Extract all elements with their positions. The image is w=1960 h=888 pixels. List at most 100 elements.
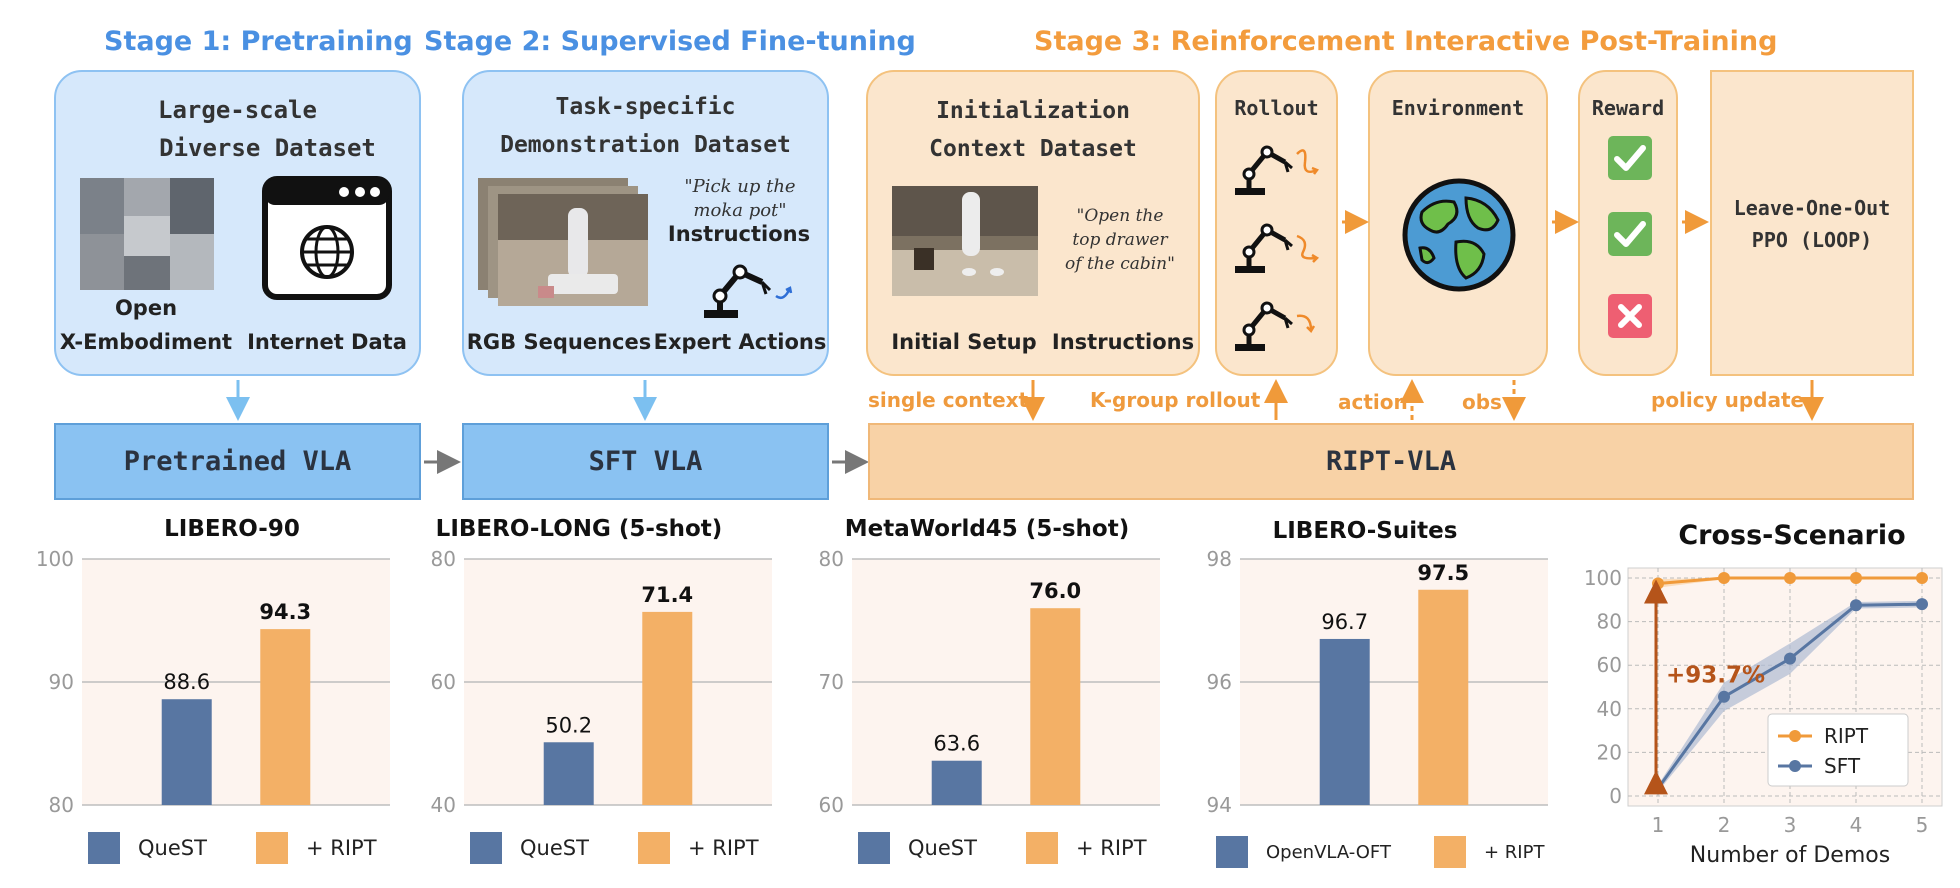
robot-arm-icon	[1235, 223, 1320, 273]
y-tick-label: 90	[49, 670, 74, 694]
y-tick-label: 60	[431, 670, 456, 694]
label-initial-setup: Initial Setup	[891, 330, 1037, 354]
y-tick-label: 70	[819, 670, 844, 694]
bar-baseline	[1319, 638, 1370, 805]
chart5-title: Cross-Scenario	[1678, 520, 1906, 551]
loop-line2: PPO (LOOP)	[1751, 228, 1873, 252]
x-axis-label: Number of Demos	[1690, 843, 1890, 868]
bar-baseline	[931, 760, 982, 805]
rgb-frames-image	[478, 178, 648, 306]
legend-marker	[1789, 760, 1801, 772]
data-point	[1652, 782, 1664, 795]
label-k-group-rollout: K-group rollout	[1090, 388, 1261, 412]
bar-ript	[1418, 589, 1469, 805]
robot-arm-icon	[1235, 145, 1319, 195]
data-point	[1718, 572, 1730, 584]
sft-vla-box: SFT VLA	[462, 423, 829, 500]
legend-label-sft: SFT	[1824, 754, 1861, 778]
bar-ript	[1030, 608, 1081, 805]
data-point	[1784, 652, 1796, 665]
legend-label-ript: RIPT	[1824, 724, 1869, 748]
environment-title: Environment	[1391, 96, 1525, 120]
check-icon	[1608, 212, 1652, 256]
data-label: 96.7	[1321, 610, 1368, 634]
legend-box	[1767, 713, 1909, 787]
data-point	[1718, 690, 1730, 703]
x-tick-label: 4	[1850, 813, 1863, 837]
reward-title: Reward	[1591, 96, 1665, 120]
initial-setup-image	[892, 186, 1038, 296]
data-label: 71.4	[641, 583, 693, 607]
y-tick-label: 80	[1597, 610, 1622, 634]
environment-box: Environment	[1368, 70, 1548, 376]
chart1-legend-ript: + RIPT	[256, 832, 377, 864]
label-single-context: single context	[868, 388, 1029, 412]
y-tick-label: 80	[819, 547, 844, 571]
y-tick-label: 40	[1597, 697, 1622, 721]
y-tick-label: 100	[36, 547, 74, 571]
pretraining-dataset-box: Large-scale Diverse Dataset Open X-Embod…	[54, 70, 421, 376]
label-x-embodiment: X-Embodiment	[59, 330, 233, 354]
data-label: 88.6	[163, 670, 210, 694]
x-tick-label: 2	[1718, 813, 1731, 837]
chart2-title: LIBERO-LONG (5-shot)	[435, 516, 723, 542]
ript-vla-box: RIPT-VLA	[868, 423, 1914, 500]
data-label: 76.0	[1029, 579, 1081, 603]
loop-box: Leave-One-Out PPO (LOOP)	[1710, 70, 1914, 376]
quote-open-line3: of the cabin"	[1065, 254, 1175, 274]
robot-collage-image	[80, 178, 214, 290]
bar-baseline	[161, 699, 212, 805]
y-tick-label: 0	[1609, 784, 1622, 808]
chart1-title: LIBERO-90	[164, 516, 300, 542]
stage-1-title: Stage 1: Pretraining	[104, 26, 413, 57]
browser-globe-icon	[262, 176, 392, 300]
box1-title-line1: Large-scale	[158, 96, 317, 124]
box2-title-line2: Demonstration Dataset	[500, 132, 791, 158]
sft-dataset-box: Task-specific Demonstration Dataset "Pic…	[462, 70, 829, 376]
improvement-annotation: +93.7%	[1666, 663, 1765, 689]
legend-marker	[1789, 730, 1801, 742]
rollout-title: Rollout	[1234, 96, 1319, 120]
chart4-legend-openvla: OpenVLA-OFT	[1216, 836, 1391, 868]
y-tick-label: 60	[1597, 653, 1622, 677]
label-internet-data: Internet Data	[247, 330, 407, 354]
chart1-legend-quest: QueST	[88, 832, 207, 864]
label-action: action	[1338, 390, 1408, 414]
data-label: 94.3	[259, 600, 311, 624]
data-point	[1652, 577, 1664, 590]
data-label: 97.5	[1417, 561, 1469, 585]
box1-title-line2: Diverse Dataset	[159, 134, 376, 162]
label-rgb-sequences: RGB Sequences	[466, 330, 652, 354]
init-context-box: Initialization Context Dataset "Open the…	[866, 70, 1200, 376]
y-tick-label: 80	[431, 547, 456, 571]
data-point	[1784, 572, 1796, 584]
label-policy-update: policy update	[1651, 388, 1805, 412]
bar-baseline	[543, 742, 594, 805]
chart2-legend-ript: + RIPT	[638, 832, 759, 864]
y-tick-label: 98	[1207, 547, 1232, 571]
data-label: 50.2	[545, 713, 592, 737]
label-open: Open	[114, 296, 178, 320]
pretrained-vla-box: Pretrained VLA	[54, 423, 421, 500]
y-tick-label: 60	[819, 793, 844, 817]
quote-open-line1: "Open the	[1076, 206, 1164, 226]
box2-title-line1: Task-specific	[555, 94, 736, 120]
label-expert-actions: Expert Actions	[653, 330, 827, 354]
quote-pick-up-line1: "Pick up the	[684, 176, 796, 197]
chart4-title: LIBERO-Suites	[1272, 518, 1458, 544]
loop-line1: Leave-One-Out	[1733, 196, 1891, 220]
chart3-title: MetaWorld45 (5-shot)	[844, 516, 1130, 542]
y-tick-label: 94	[1207, 793, 1232, 817]
data-point	[1850, 599, 1862, 612]
box3-title-line1: Initialization	[936, 98, 1130, 124]
y-tick-label: 100	[1584, 566, 1622, 590]
x-tick-label: 3	[1784, 813, 1797, 837]
stage-3-title: Stage 3: Reinforcement Interactive Post-…	[1034, 26, 1778, 57]
chart3-legend-ript: + RIPT	[1026, 832, 1147, 864]
quote-pick-up-line2: moka pot"	[693, 200, 787, 221]
chart2-legend-quest: QueST	[470, 832, 589, 864]
